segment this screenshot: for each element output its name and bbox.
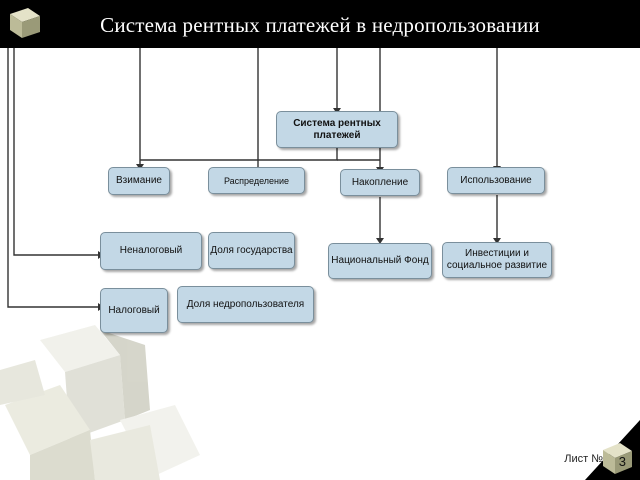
footer-label: Лист № (564, 453, 603, 465)
root-node: Система рентных платежей (276, 111, 398, 148)
category-usage-node: Использование (447, 167, 545, 194)
title-bar (0, 0, 640, 48)
user-share-label: Доля недропользователя (186, 298, 305, 310)
decorative-cubes-graphic (0, 325, 200, 480)
user-share-node: Доля недропользователя (177, 286, 314, 323)
corner-cube-icon (585, 420, 640, 480)
tax-node: Налоговый (100, 288, 168, 333)
category-distribution-node: Распределение (208, 167, 305, 194)
national-fund-label: Национальный Фонд (331, 255, 429, 266)
slide-title: Система рентных платежей в недропользова… (100, 13, 540, 37)
non-tax-node: Неналоговый (100, 232, 202, 270)
root-node-label: Система рентных платежей (293, 117, 381, 141)
category-collection-label: Взимание (116, 175, 162, 186)
category-accumulation-label: Накопление (351, 176, 409, 188)
category-distribution-label: Распределение (223, 175, 290, 186)
non-tax-label: Неналоговый (119, 245, 183, 256)
category-accumulation-node: Накопление (340, 169, 420, 196)
page-number: 3 (618, 454, 626, 469)
state-share-label: Доля государства (210, 244, 293, 256)
category-collection-node: Взимание (108, 167, 170, 195)
category-usage-label: Использование (460, 174, 532, 186)
investments-label: Инвестиции и социальное развитие (446, 248, 548, 271)
logo-cube-icon (10, 8, 40, 38)
investments-node: Инвестиции и социальное развитие (442, 242, 552, 278)
national-fund-node: Национальный Фонд (328, 243, 432, 279)
tax-label: Налоговый (108, 304, 160, 316)
state-share-node: Доля государства (208, 232, 295, 269)
